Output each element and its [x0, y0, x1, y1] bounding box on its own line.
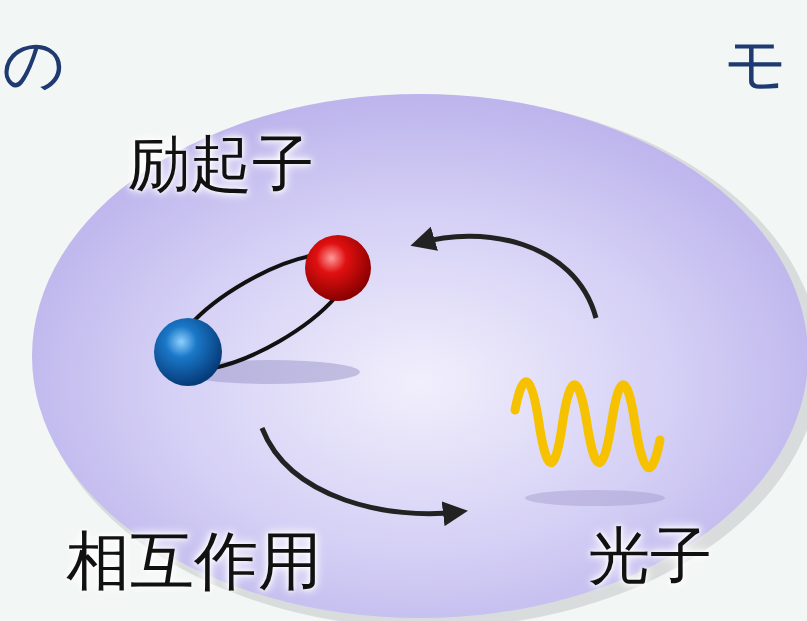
- interaction-label: 相互作用: [66, 526, 322, 596]
- arrow-to-photon: [262, 428, 458, 514]
- photon-wave: [515, 382, 660, 468]
- exciton-label: 励起子: [128, 130, 314, 198]
- region-ellipse: [32, 94, 807, 618]
- photon-label: 光子: [588, 522, 712, 590]
- electron-sphere: [305, 235, 371, 301]
- heading-fragment: の: [2, 30, 65, 98]
- wave-shadow: [525, 490, 665, 506]
- hole-sphere: [154, 318, 222, 386]
- arrow-to-exciton: [420, 236, 596, 318]
- heading-fragment: モ: [724, 30, 787, 98]
